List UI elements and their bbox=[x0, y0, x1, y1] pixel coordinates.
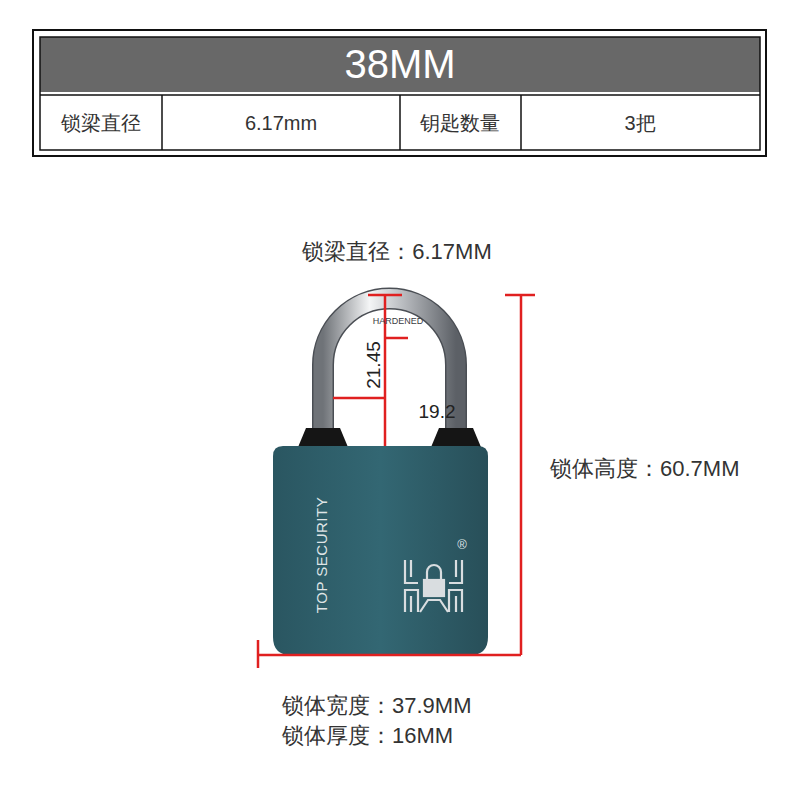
table-cell: 锁梁直径 bbox=[61, 112, 141, 134]
table-rule bbox=[399, 95, 401, 150]
table-frame bbox=[33, 30, 766, 156]
brand-text: TOP SECURITY bbox=[314, 497, 331, 613]
header-title: 38MM bbox=[344, 42, 455, 86]
dimension-number: 19.2 bbox=[419, 402, 456, 423]
dimension-label: 锁体厚度：16MM bbox=[282, 724, 453, 748]
shackle bbox=[323, 299, 456, 441]
lock-body-face: TOP SECURITY ® bbox=[273, 446, 488, 655]
table-inner bbox=[40, 37, 760, 150]
table-cell: 6.17mm bbox=[245, 112, 317, 134]
header-band bbox=[40, 37, 760, 92]
shackle-marking: HARDENED bbox=[373, 317, 424, 327]
table-rule bbox=[161, 95, 163, 150]
dimension-number: 21.45 bbox=[364, 339, 385, 391]
dimension-label: 锁体高度：60.7MM bbox=[548, 457, 741, 481]
table-cell: 3把 bbox=[624, 112, 655, 134]
dimension-label: 锁体宽度：37.9MM bbox=[282, 694, 471, 718]
lock-body bbox=[273, 446, 488, 655]
table-cell: 钥匙数量 bbox=[420, 112, 500, 134]
logo bbox=[405, 560, 462, 612]
dimension-lines bbox=[258, 294, 535, 668]
shackle-edge bbox=[323, 299, 456, 441]
dimension-label: 锁梁直径：6.17MM bbox=[302, 240, 491, 264]
registered-mark: ® bbox=[457, 538, 467, 552]
table-rule bbox=[520, 95, 522, 150]
